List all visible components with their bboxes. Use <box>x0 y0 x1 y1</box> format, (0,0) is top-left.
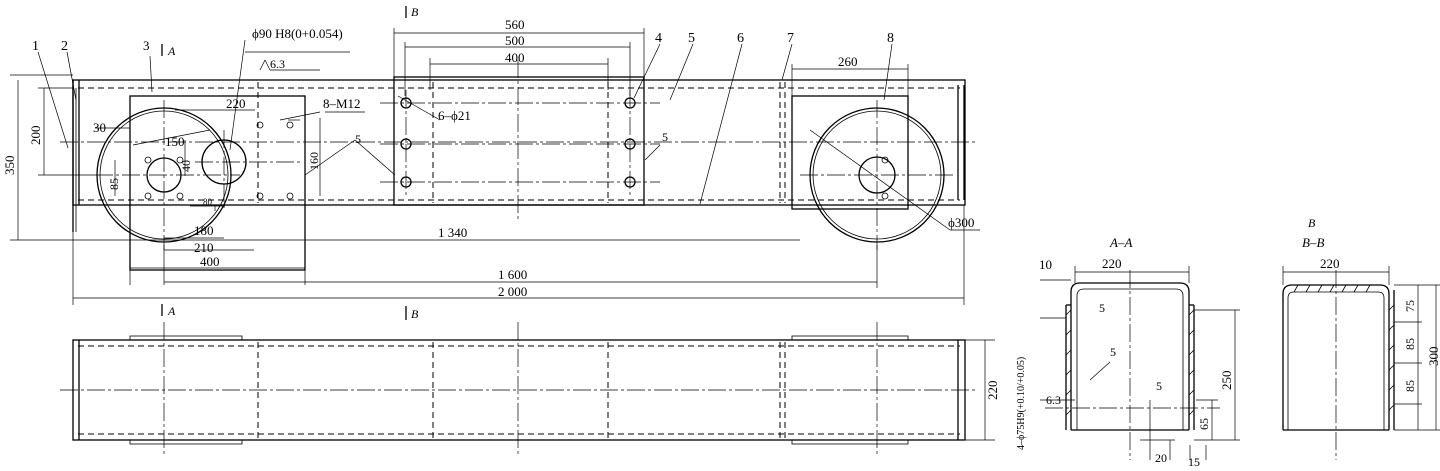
dim-1340: 1 340 <box>438 225 467 240</box>
section-marker-b-bottom: B <box>411 307 419 321</box>
aa-dim-220: 220 <box>1102 256 1122 271</box>
part-label-2: 2 <box>61 39 68 54</box>
bore-tolerance-note: ϕ90 H8(0+0.054) <box>252 26 343 41</box>
section-marker-a-bottom: A <box>167 304 176 318</box>
part-label-1: 1 <box>32 39 39 54</box>
part-label-4: 4 <box>655 31 662 46</box>
section-marker-a-top: A <box>167 44 176 58</box>
bb-dim-85-a: 85 <box>1403 338 1417 350</box>
aa-dim-5-mid: 5 <box>1156 379 1162 393</box>
aa-dim-20: 20 <box>1155 451 1167 465</box>
section-marker-b-top: B <box>411 5 419 19</box>
dim-200: 200 <box>28 126 43 146</box>
weld-note-left: 5 <box>355 132 361 146</box>
dim-210: 210 <box>194 240 214 255</box>
dim-260: 260 <box>838 54 858 69</box>
middle-mount-plate <box>393 76 645 206</box>
dim-400-top: 400 <box>505 50 525 65</box>
part-label-8: 8 <box>887 31 894 46</box>
dim-85: 85 <box>107 178 121 190</box>
aa-dim-15: 15 <box>1188 455 1200 469</box>
front-view: 1 2 3 4 5 6 7 8 A B 560 500 400 260 350 … <box>2 5 980 305</box>
aa-dim-10: 10 <box>1039 257 1052 272</box>
thread-note: 8–M12 <box>323 96 361 111</box>
aa-roughness: 6.3 <box>1046 393 1061 407</box>
section-aa-title: A–A <box>1109 235 1132 250</box>
dim-220: 220 <box>226 96 246 111</box>
dia-300: ϕ300 <box>948 215 974 230</box>
dim-40: 40 <box>179 160 193 172</box>
left-bearing-plate <box>129 95 306 271</box>
section-bb: B B–B 220 75 85 85 300 <box>1282 216 1440 460</box>
part-label-5: 5 <box>688 31 695 46</box>
dim-1600: 1 600 <box>498 267 527 282</box>
aa-dim-65: 65 <box>1197 418 1211 430</box>
aa-hole-note: 4–ϕ75H9(+0.10/+0.05) <box>1016 357 1027 450</box>
dim-2000: 2 000 <box>498 284 527 299</box>
frame-outline <box>72 79 966 206</box>
bb-dim-85-b: 85 <box>1403 380 1417 392</box>
part-label-3: 3 <box>143 38 150 53</box>
dim-500: 500 <box>505 33 525 48</box>
section-bb-marker: B <box>1308 216 1316 230</box>
aa-dim-5-top: 5 <box>1099 301 1105 315</box>
dim-30: 30 <box>93 120 106 135</box>
dim-180: 180 <box>194 223 214 238</box>
dim-400-bottom: 400 <box>200 254 220 269</box>
dim-80: 80 <box>203 197 213 207</box>
section-bb-title: B–B <box>1302 235 1324 250</box>
right-bearing-plate <box>791 95 909 210</box>
bb-dim-300: 300 <box>1426 347 1440 367</box>
dim-560: 560 <box>505 17 525 32</box>
bb-dim-220: 220 <box>1320 256 1340 271</box>
bottom-view: A B 220 <box>60 304 1000 455</box>
bb-dim-75: 75 <box>1403 300 1417 312</box>
part-label-7: 7 <box>787 31 794 46</box>
dim-160: 160 <box>307 152 321 170</box>
weld-note-right: 5 <box>662 130 668 144</box>
part-label-6: 6 <box>737 31 744 46</box>
bottom-dim-220: 220 <box>985 381 1000 401</box>
hole-note: 6–ϕ21 <box>438 108 471 123</box>
dim-350: 350 <box>2 156 17 176</box>
aa-dim-250: 250 <box>1219 371 1234 391</box>
dim-150: 150 <box>165 134 185 149</box>
bore-roughness: 6.3 <box>270 57 285 71</box>
section-aa: A–A 10 <box>1016 235 1240 469</box>
aa-weld-note: 5 <box>1110 345 1116 359</box>
